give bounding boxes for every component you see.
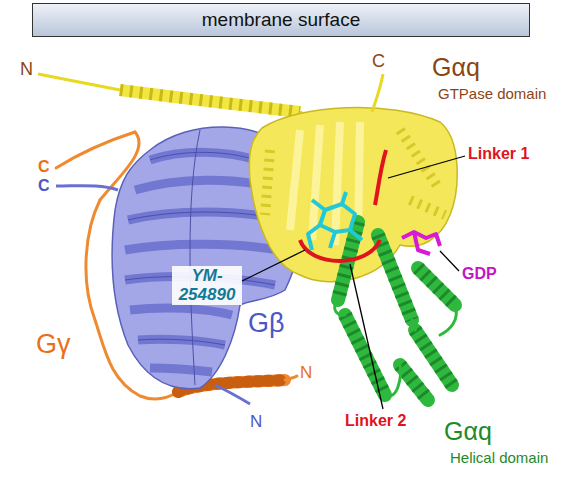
domain-label: Helical domain: [450, 450, 548, 467]
band-label: membrane surface: [202, 9, 360, 31]
domain-label: GTPase domain: [438, 86, 546, 103]
subunit-label: Gαq: [444, 418, 492, 446]
g-beta-propeller: [56, 127, 303, 404]
subunit-label: Gβ: [246, 308, 287, 340]
linker-label: Linker 2: [345, 412, 406, 430]
leader-lines: [240, 156, 465, 409]
terminus-label: N: [250, 413, 262, 432]
linker-ribbons: [300, 150, 386, 261]
linker-label: Linker 1: [468, 145, 529, 163]
membrane-band: membrane surface: [32, 3, 530, 37]
ligand-label: YM-254890: [172, 266, 242, 305]
gdp-sticks: [402, 232, 440, 254]
terminus-label: N: [300, 364, 312, 383]
terminus-label: C: [38, 177, 50, 195]
ym-254890-sticks: [308, 192, 362, 250]
g-alpha-helical-domain: [335, 222, 457, 400]
terminus-label: C: [372, 52, 385, 72]
terminus-label: C: [38, 158, 50, 176]
subunit-label: Gαq: [432, 54, 480, 82]
ligand-label: GDP: [462, 265, 497, 283]
subunit-label: Gγ: [36, 330, 71, 360]
terminus-label: N: [20, 60, 33, 80]
g-alpha-gtpase-domain: [38, 74, 457, 282]
